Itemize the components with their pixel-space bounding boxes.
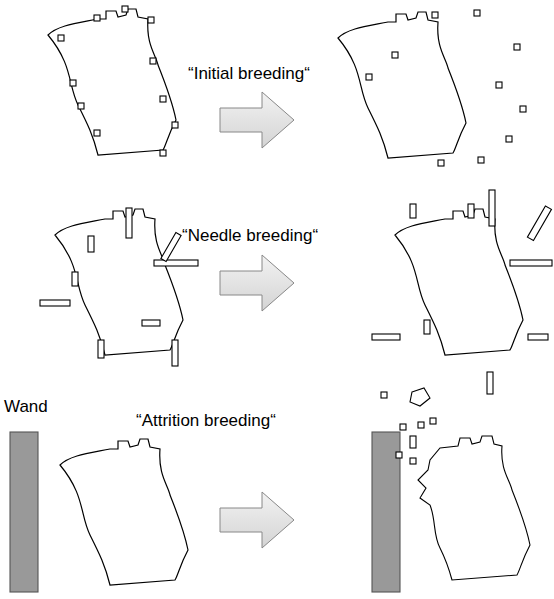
crystal [395, 209, 523, 355]
crystal [338, 12, 466, 158]
process-arrow [220, 492, 294, 548]
process-label: “Initial breeding“ [188, 64, 310, 84]
wall [10, 432, 38, 592]
crystal [60, 439, 188, 585]
crystal [48, 9, 176, 155]
crystal [55, 209, 183, 355]
crystal [418, 436, 530, 580]
process-label: “Needle breeding“ [182, 226, 318, 246]
wall-label: Wand [4, 397, 48, 417]
process-label: “Attrition breeding“ [136, 411, 276, 431]
process-arrow [220, 255, 294, 311]
process-arrow [220, 92, 294, 148]
